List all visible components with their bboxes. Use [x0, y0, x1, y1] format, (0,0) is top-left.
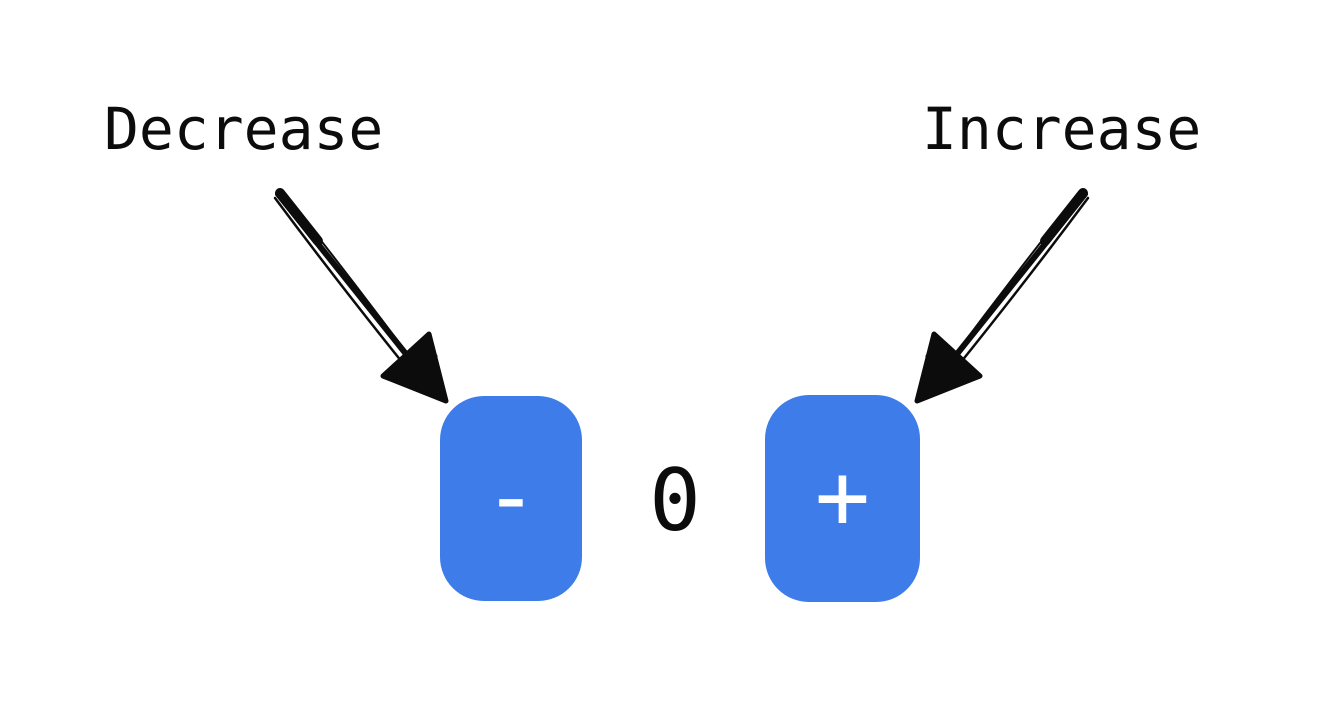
plus-icon: + — [814, 442, 871, 550]
decrease-annotation-label: Decrease — [104, 95, 384, 163]
decrement-button[interactable]: - — [440, 396, 582, 601]
increase-annotation-label: Increase — [922, 95, 1202, 163]
counter-value: 0 — [649, 450, 701, 551]
decrease-arrow-icon — [273, 188, 449, 404]
increment-button[interactable]: + — [765, 395, 920, 602]
increase-arrow-icon — [914, 188, 1090, 404]
minus-icon: - — [483, 442, 539, 550]
